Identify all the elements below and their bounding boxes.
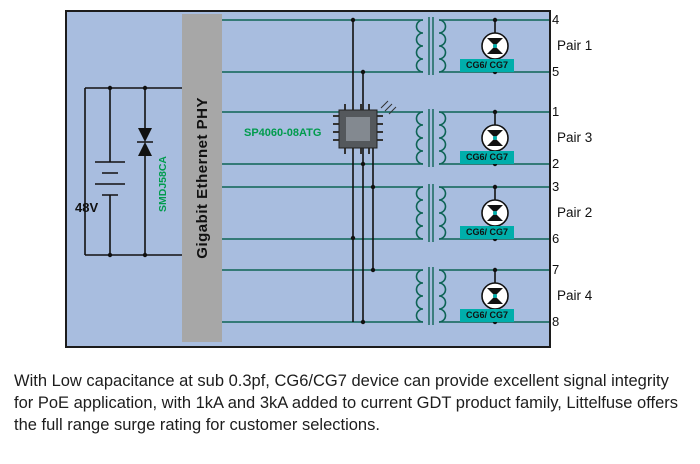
pin-number-7: 7 — [552, 262, 560, 277]
circuit-diagram: Gigabit Ethernet PHY — [65, 10, 551, 348]
pin-number-3: 3 — [552, 179, 560, 194]
gdt-label-pair4: CG6/ CG7 — [460, 309, 514, 322]
tvs-label: SMDJ58CA — [157, 155, 169, 212]
pair-label-3: Pair 3 — [557, 130, 593, 145]
pair-label-1: Pair 1 — [557, 38, 593, 53]
tvs-diode-icon — [137, 88, 153, 255]
pin-number-2: 2 — [552, 156, 560, 171]
gdt-label-pair3: CG6/ CG7 — [460, 151, 514, 164]
pair-label-4: Pair 4 — [557, 288, 593, 303]
power-input-circuit — [84, 85, 182, 258]
battery-icon — [95, 88, 125, 255]
ic-label: SP4060-08ATG — [244, 127, 322, 139]
gdt-label-pair2: CG6/ CG7 — [460, 226, 514, 239]
pin-number-6: 6 — [552, 231, 560, 246]
pair-label-2: Pair 2 — [557, 205, 593, 220]
phy-block: Gigabit Ethernet PHY — [182, 14, 222, 342]
center-tap-rails — [350, 17, 376, 325]
caption-text: With Low capacitance at sub 0.3pf, CG6/C… — [14, 372, 679, 434]
gdt-label-pair1: CG6/ CG7 — [460, 59, 514, 72]
circuit-wiring — [84, 16, 549, 326]
voltage-label: 48V — [75, 200, 99, 215]
pin-number-8: 8 — [552, 314, 560, 329]
ic-chip-icon — [333, 100, 397, 154]
pin-number-5: 5 — [552, 64, 560, 79]
pin-number-1: 1 — [552, 104, 560, 119]
pin-number-4: 4 — [552, 12, 560, 27]
